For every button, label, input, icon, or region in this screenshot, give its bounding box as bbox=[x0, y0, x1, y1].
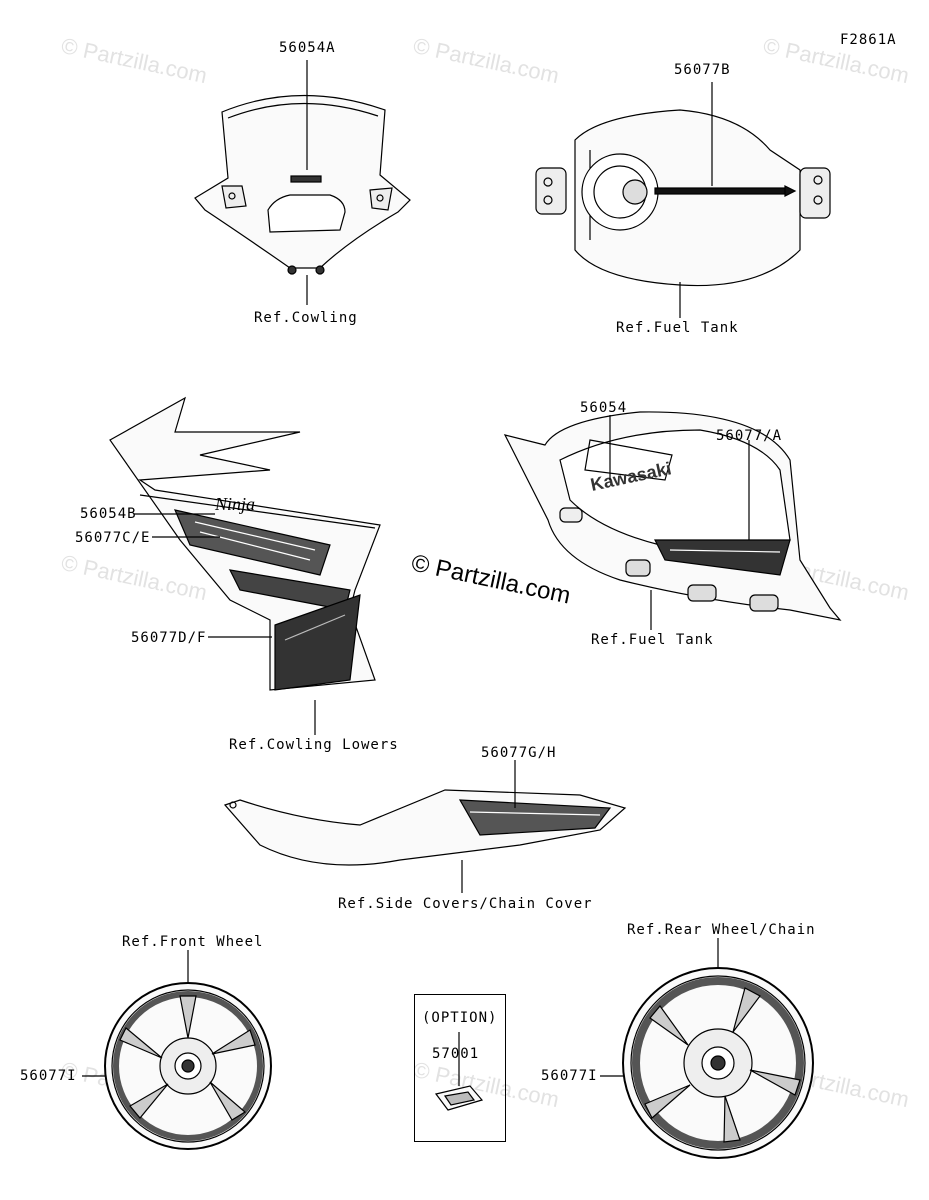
ref-fuel-tank-side: Ref.Fuel Tank bbox=[591, 632, 714, 648]
side-covers-drawing bbox=[223, 760, 627, 893]
rear-wheel-drawing bbox=[600, 938, 814, 1159]
option-box bbox=[414, 994, 506, 1142]
fuel-tank-top-drawing bbox=[535, 82, 831, 318]
ref-cowling: Ref.Cowling bbox=[254, 310, 358, 326]
ref-cowling-lowers: Ref.Cowling Lowers bbox=[229, 737, 399, 753]
ref-front-wheel: Ref.Front Wheel bbox=[122, 934, 264, 950]
cowling-lowers-drawing: Ninja bbox=[109, 396, 381, 735]
ref-fuel-tank-top: Ref.Fuel Tank bbox=[616, 320, 739, 336]
option-title: (OPTION) bbox=[422, 1010, 498, 1026]
figure-id: F2861A bbox=[840, 32, 897, 48]
part-no-cowling-lowers-1: 56054B bbox=[80, 506, 137, 522]
upper-cowling-drawing bbox=[194, 60, 411, 305]
front-wheel-drawing bbox=[82, 950, 272, 1150]
part-no-cowling-lowers-2: 56077C/E bbox=[75, 530, 151, 546]
part-no-rear-wheel: 56077I bbox=[541, 1068, 598, 1084]
part-no-option: 57001 bbox=[432, 1046, 480, 1062]
part-no-fuel-tank-top: 56077B bbox=[674, 62, 731, 78]
part-no-cowling-lowers-3: 56077D/F bbox=[131, 630, 207, 646]
ref-rear-wheel: Ref.Rear Wheel/Chain bbox=[627, 922, 816, 938]
part-no-upper-cowling: 56054A bbox=[279, 40, 336, 56]
part-no-fuel-tank-side-2: 56077/A bbox=[716, 428, 783, 444]
part-no-fuel-tank-side-1: 56054 bbox=[580, 400, 628, 416]
option-sticker-drawing bbox=[434, 1032, 484, 1111]
part-no-front-wheel: 56077I bbox=[20, 1068, 77, 1084]
fuel-tank-side-drawing: Kawasaki bbox=[503, 411, 842, 630]
part-no-side-covers: 56077G/H bbox=[481, 745, 557, 761]
ref-side-covers: Ref.Side Covers/Chain Cover bbox=[338, 896, 593, 912]
ninja-logo: Ninja bbox=[214, 494, 255, 514]
